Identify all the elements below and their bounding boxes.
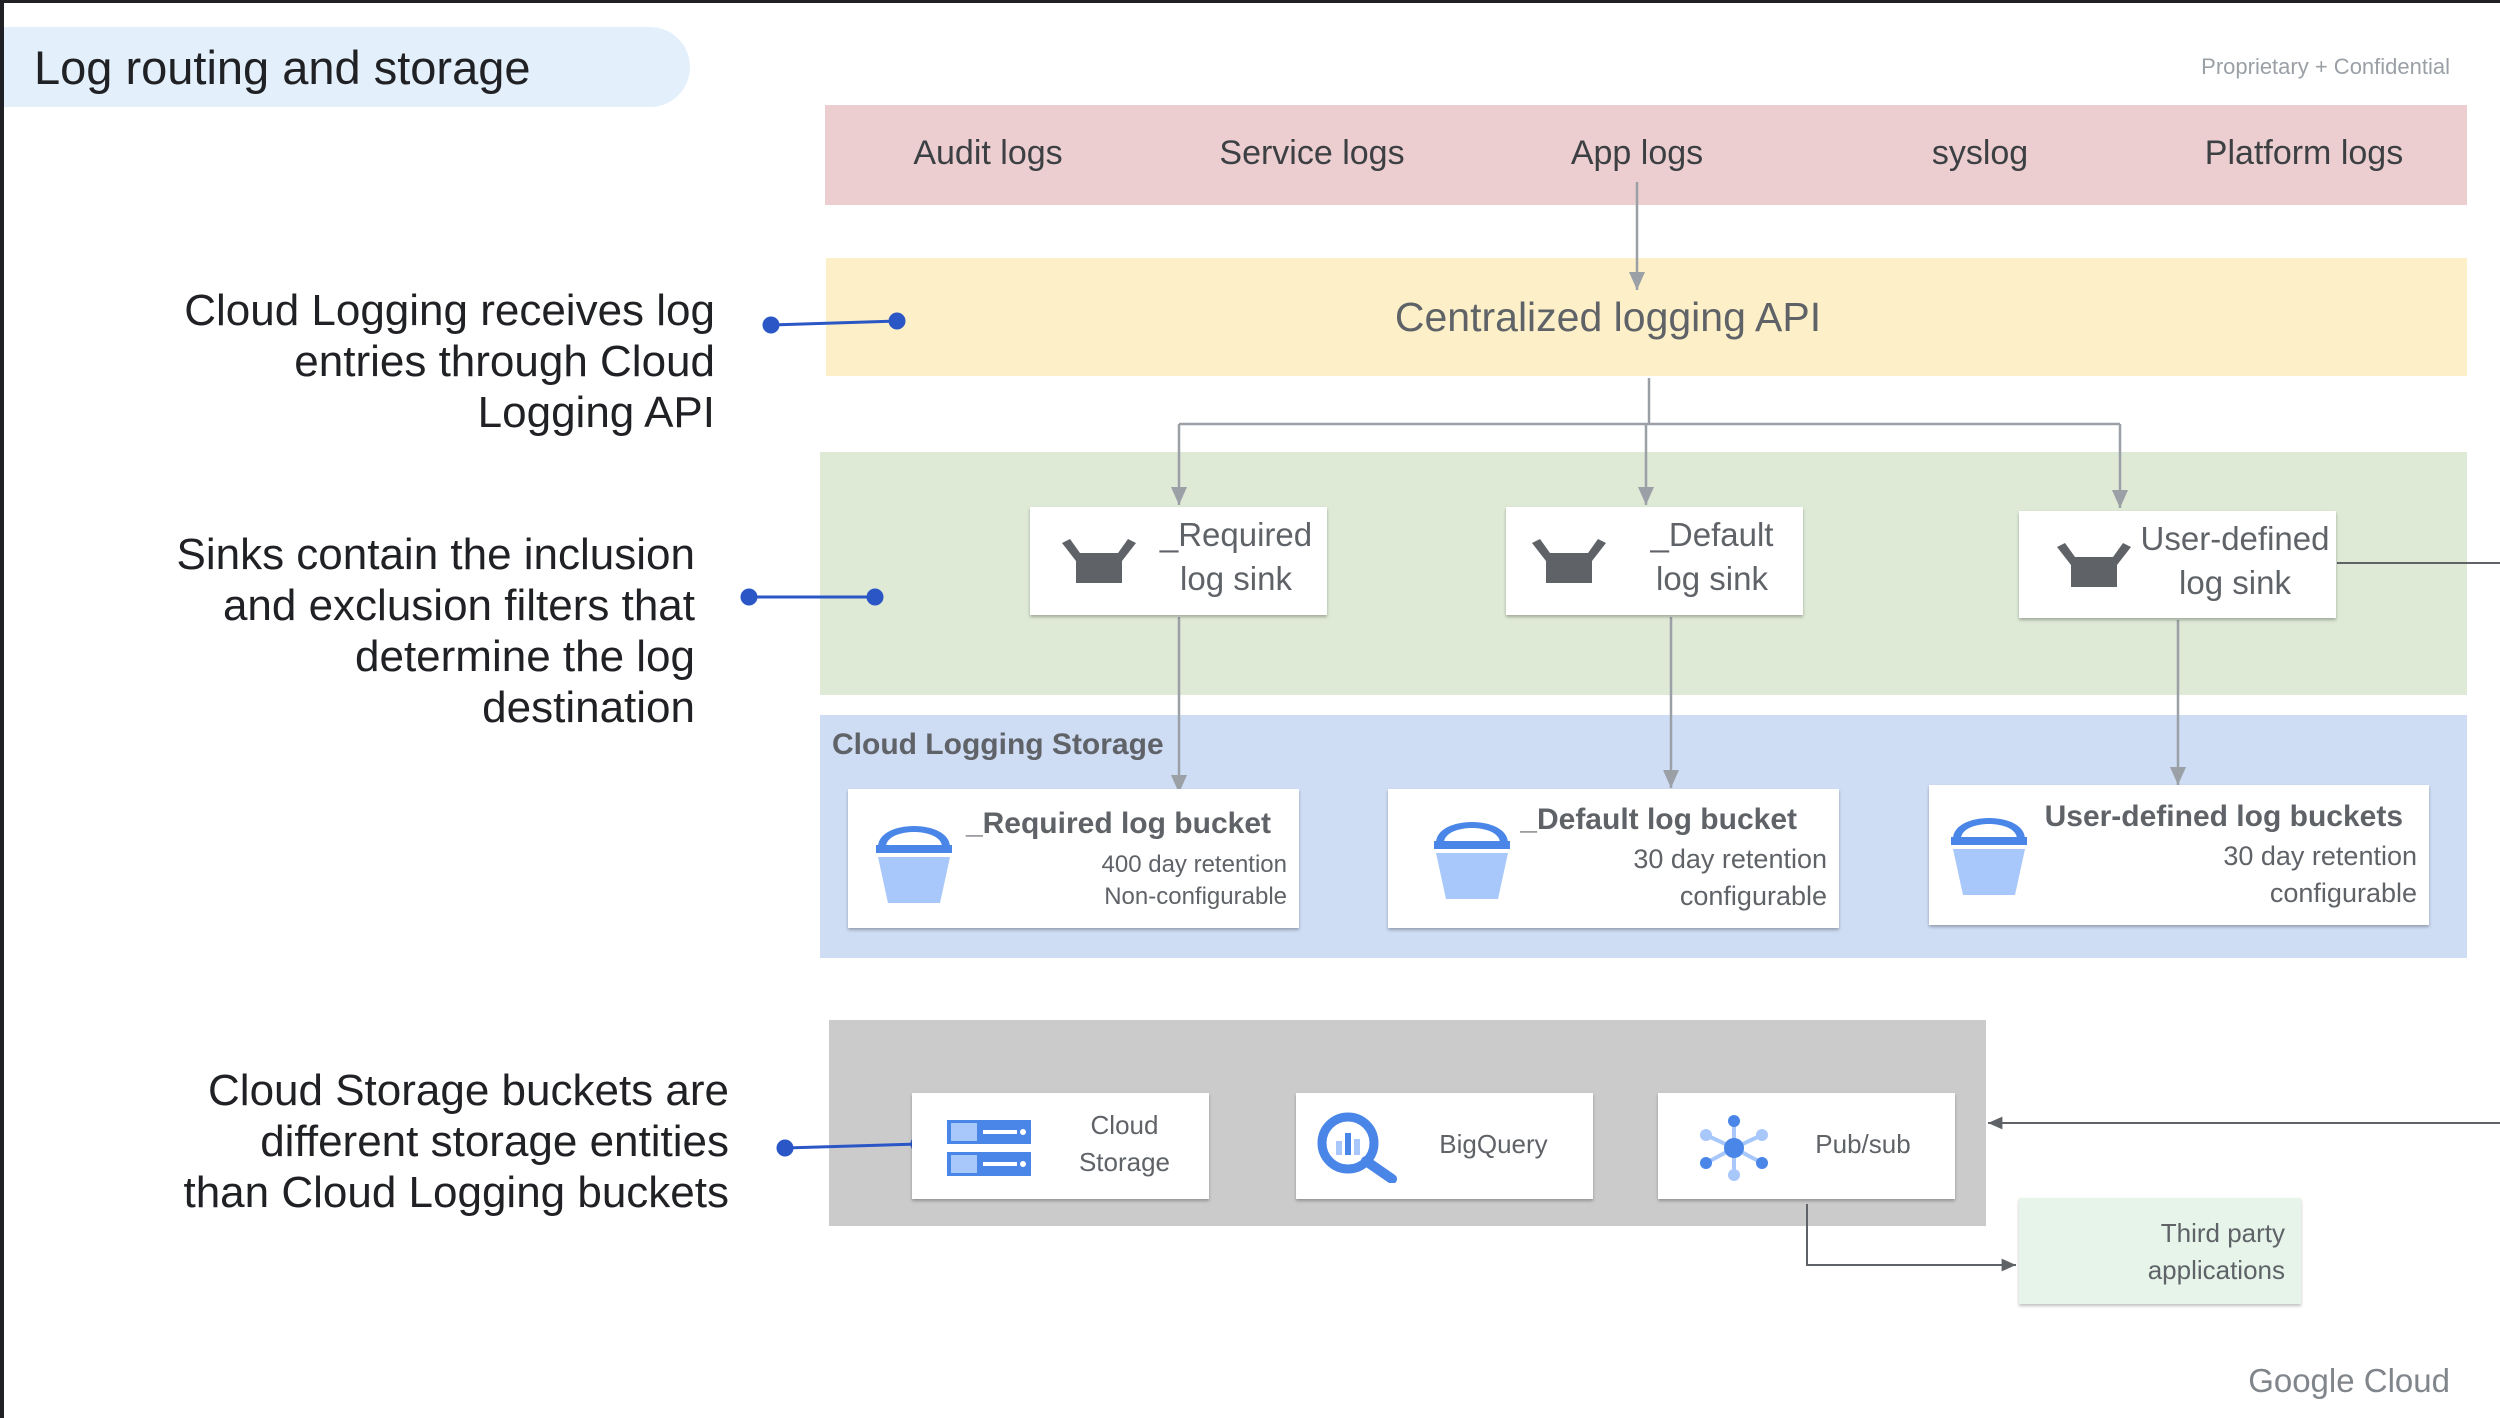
bucket-title: _Required log bucket (965, 807, 1271, 840)
sink-label: _Required log sink (1145, 513, 1327, 601)
frame-left-border (0, 0, 4, 1418)
destination-label: Cloud Storage (1052, 1107, 1197, 1181)
sink-label: User-defined log sink (2139, 517, 2331, 605)
annotation-storage-line-1: Cloud Storage buckets are (208, 1066, 729, 1115)
cloud-storage-icon (947, 1120, 1031, 1176)
bucket-config: Non-configurable (1104, 883, 1287, 910)
source-audit-logs: Audit logs (913, 134, 1063, 172)
sink-type: log sink (2179, 564, 2291, 601)
annotation-cloud-storage: Cloud Storage buckets are different stor… (183, 1065, 729, 1218)
source-platform-logs: Platform logs (2204, 134, 2404, 172)
annotation-api-line-3: Logging API (477, 388, 715, 437)
annotation-logging-api: Cloud Logging receives log entries throu… (184, 285, 715, 438)
cloud-logging-storage-title: Cloud Logging Storage (832, 728, 1164, 761)
sink-type: log sink (1656, 560, 1768, 597)
cloud-storage-destination[interactable]: Cloud Storage (912, 1093, 1209, 1199)
required-log-sink[interactable]: _Required log sink (1030, 507, 1327, 615)
confidential-label: Proprietary + Confidential (2201, 54, 2450, 79)
source-service-logs: Service logs (1219, 134, 1405, 172)
bucket-title: _Default log bucket (1520, 803, 1797, 836)
sink-label: _Default log sink (1621, 513, 1803, 601)
annotation-sinks-line-1: Sinks contain the inclusion (176, 530, 695, 579)
default-log-bucket[interactable]: _Default log bucket 30 day retention con… (1388, 789, 1839, 928)
sink-type: log sink (1180, 560, 1292, 597)
third-party-line-2: applications (2147, 1255, 2285, 1285)
bigquery-destination[interactable]: BigQuery (1296, 1093, 1593, 1199)
destination-label: Pub/sub (1815, 1129, 1911, 1159)
default-log-sink[interactable]: _Default log sink (1506, 507, 1803, 615)
bucket-config: configurable (1679, 881, 1827, 911)
required-log-bucket[interactable]: _Required log bucket 400 day retention N… (848, 789, 1299, 928)
third-party-applications[interactable] (2019, 1198, 2301, 1304)
arrow-pubsub-to-third-party (1806, 1204, 2016, 1272)
sink-name: _Required (1159, 516, 1313, 553)
logging-api-band (826, 258, 2467, 376)
annotation-pointer-api (770, 319, 898, 327)
source-syslog: syslog (1931, 134, 2029, 172)
destination-label: BigQuery (1439, 1129, 1548, 1159)
bucket-icon (876, 826, 952, 903)
destination-line-1: Cloud (1090, 1110, 1159, 1140)
annotation-api-line-1: Cloud Logging receives log (184, 286, 715, 335)
annotation-storage-line-2: different storage entities (260, 1117, 729, 1166)
annotation-storage-line-3: than Cloud Logging buckets (183, 1168, 729, 1217)
annotation-api-line-2: entries through Cloud (294, 337, 715, 386)
sink-name: _Default (1650, 516, 1774, 553)
annotation-sinks-line-3: determine the log (355, 632, 695, 681)
bucket-config: configurable (2269, 878, 2417, 908)
annotation-sinks: Sinks contain the inclusion and exclusio… (176, 529, 695, 733)
bigquery-icon (1317, 1112, 1397, 1183)
log-sources-band (825, 105, 2467, 205)
frame-top-border (0, 0, 2500, 3)
google-cloud-brand: Google Cloud (2248, 1362, 2450, 1399)
page-title: Log routing and storage (34, 41, 531, 94)
bucket-retention: 400 day retention (1101, 851, 1287, 878)
sink-icon (1062, 539, 1136, 583)
centralized-logging-api-label: Centralized logging API (1394, 294, 1822, 340)
annotation-pointer-storage (784, 1142, 920, 1150)
sink-name: User-defined (2140, 520, 2330, 557)
annotation-sinks-line-2: and exclusion filters that (222, 581, 695, 630)
bucket-icon (1951, 818, 2027, 895)
annotation-sinks-line-4: destination (482, 683, 695, 732)
pubsub-destination[interactable]: Pub/sub (1658, 1093, 1955, 1199)
bucket-icon (1434, 822, 1510, 899)
third-party-label: Third party applications (2025, 1215, 2285, 1289)
sink-icon (2057, 543, 2131, 587)
user-defined-log-sink[interactable]: User-defined log sink (2019, 511, 2336, 618)
sink-icon (1532, 539, 1606, 583)
pubsub-icon (1700, 1115, 1768, 1181)
source-app-logs: App logs (1570, 134, 1704, 172)
third-party-line-1: Third party (2160, 1218, 2285, 1248)
user-defined-log-buckets[interactable]: User-defined log buckets 30 day retentio… (1929, 785, 2429, 925)
bucket-title: User-defined log buckets (2044, 800, 2403, 833)
destination-line-2: Storage (1078, 1147, 1171, 1177)
bucket-retention: 30 day retention (1633, 844, 1827, 874)
bucket-retention: 30 day retention (2223, 841, 2417, 871)
title-pill (4, 27, 690, 107)
